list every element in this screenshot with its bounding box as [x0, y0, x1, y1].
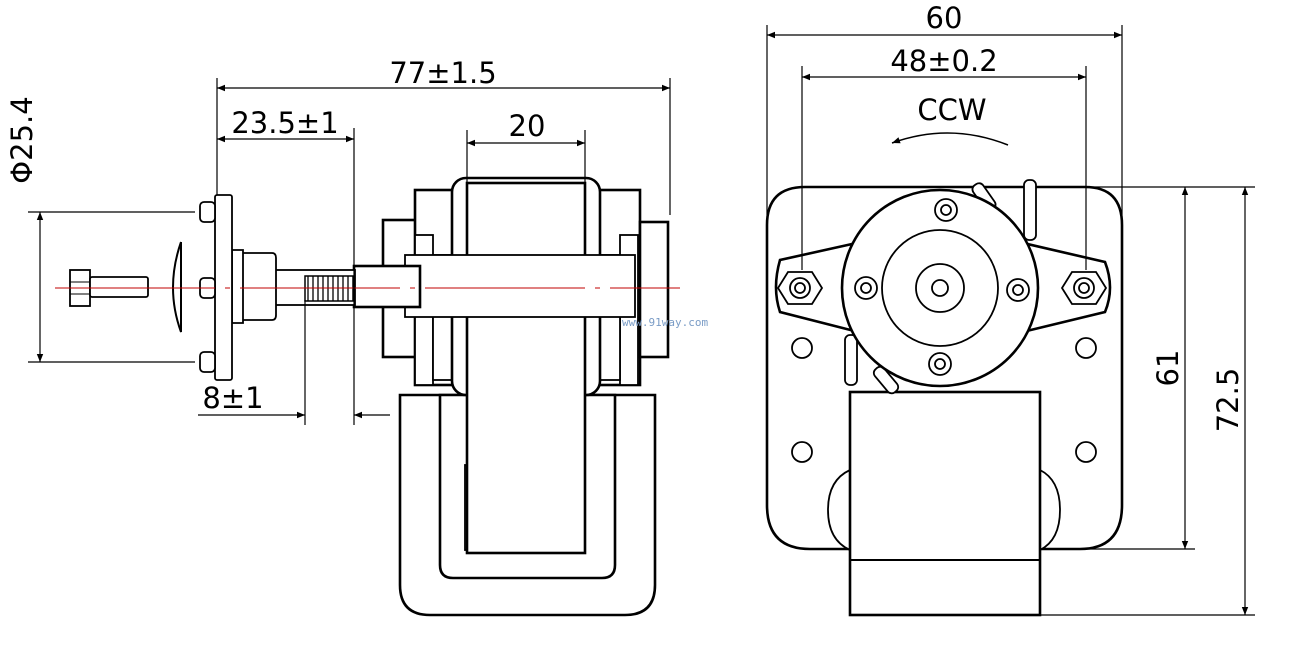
shaft-collar	[352, 264, 422, 309]
watermark: www.91way.com	[622, 316, 708, 329]
dim-shaft-length: 23.5±1	[231, 106, 338, 140]
rotation-label: CCW	[917, 93, 986, 127]
dim-overall-length: 77±1.5	[389, 56, 496, 90]
hub	[231, 249, 277, 324]
dim-flange-diameter: Φ25.4	[5, 96, 39, 183]
side-view: 77±1.5 23.5±1 20 Φ25.4 8±1	[5, 56, 680, 617]
dim-plate-height: 61	[1151, 350, 1185, 387]
dim-width: 60	[926, 1, 963, 35]
face-screws	[854, 198, 1030, 376]
coil-housing	[848, 390, 1042, 617]
dim-hole-spacing: 48±0.2	[890, 44, 997, 78]
mount-nut-right	[1060, 271, 1108, 305]
washer	[172, 241, 182, 333]
dim-thread-length: 8±1	[202, 381, 263, 415]
dim-coil-width: 20	[509, 109, 546, 143]
front-view: CCW 60 48±0.2 61 72.5	[765, 1, 1255, 617]
dim-overall-height: 72.5	[1211, 368, 1245, 433]
mount-nut-left	[776, 271, 824, 305]
rotation-arrow	[891, 132, 1009, 146]
